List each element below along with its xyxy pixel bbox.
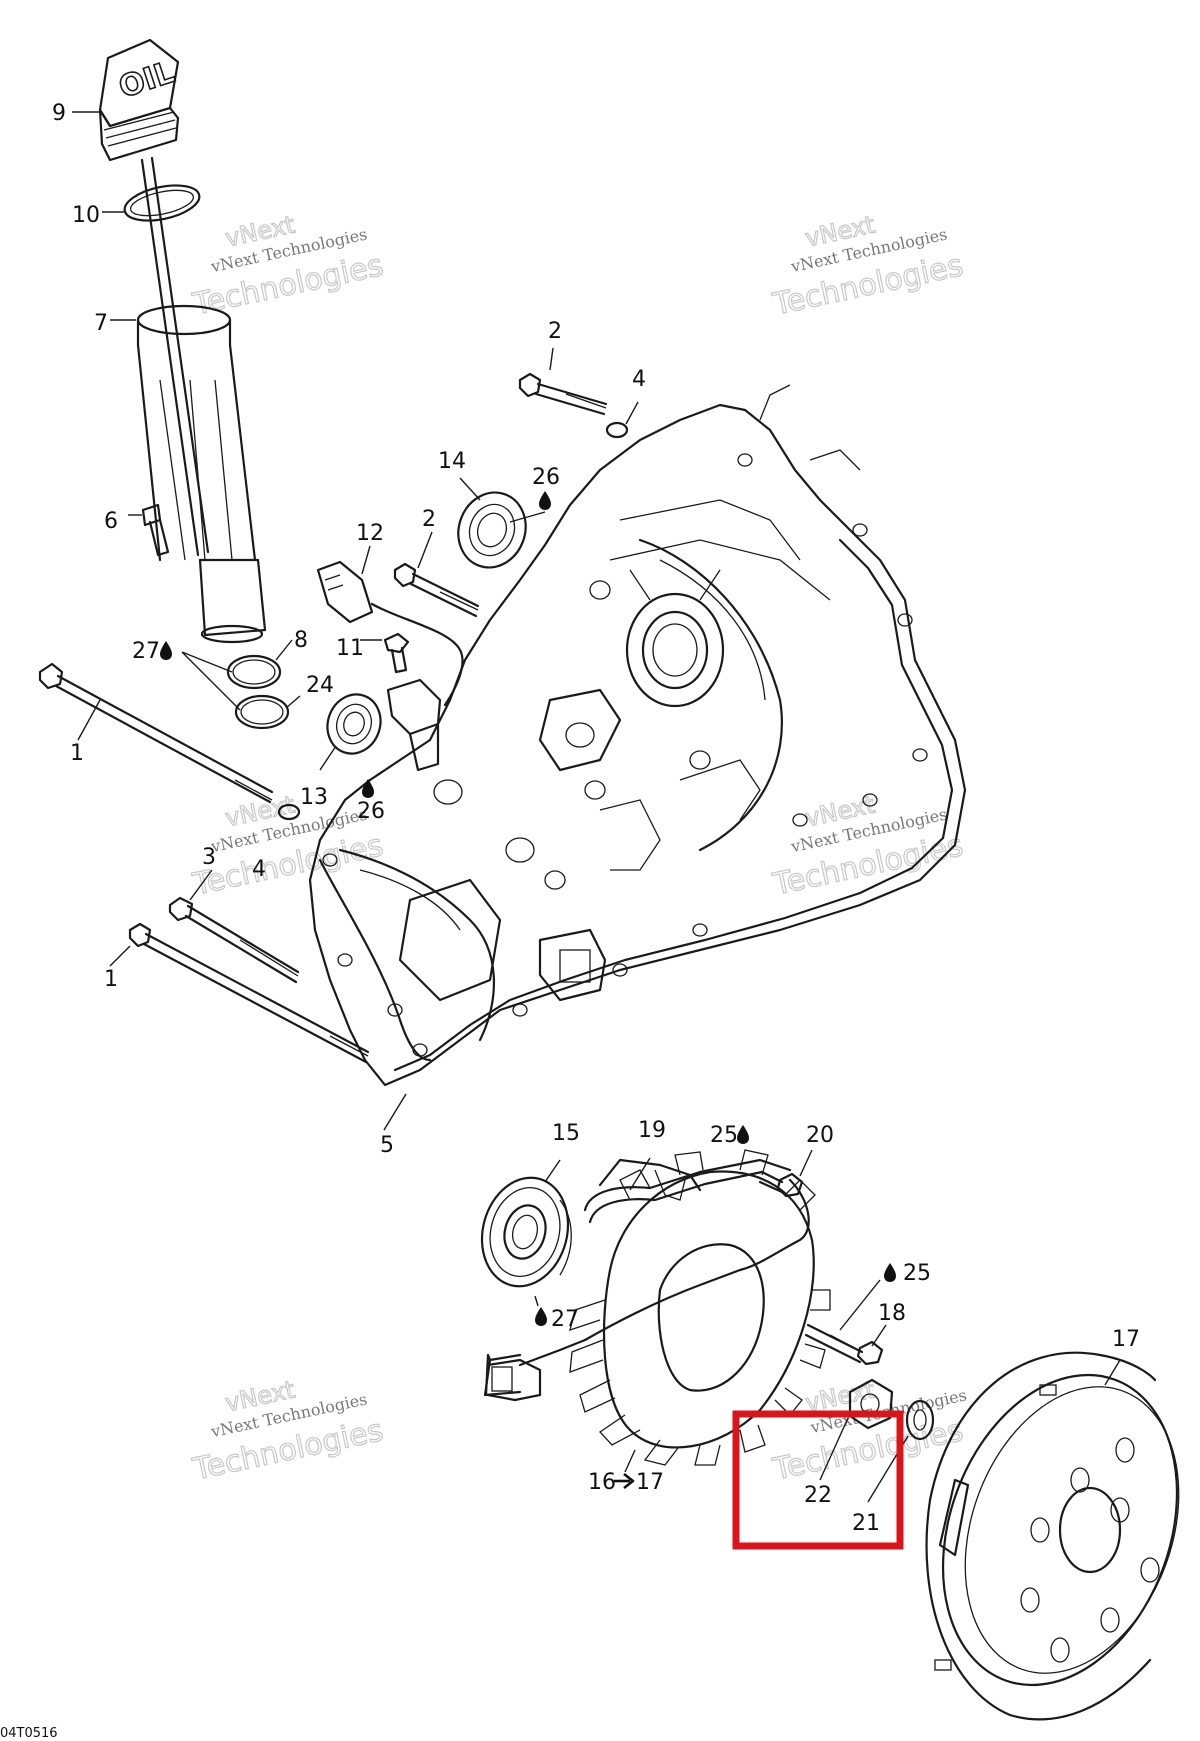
- watermark-top-left: vNext vNext Technologies Technologies: [189, 210, 387, 323]
- callout-16: 16: [588, 1470, 616, 1495]
- callout-8: 8: [294, 628, 308, 653]
- callout-11: 11: [336, 636, 364, 661]
- callout-25: 25: [903, 1261, 931, 1286]
- callout-17: 17: [636, 1470, 664, 1495]
- callout-15: 15: [552, 1121, 580, 1146]
- callout-14: 14: [438, 449, 466, 474]
- oil-drop-icon-26a: [362, 779, 374, 798]
- watermark-mid-left: vNext vNext Technologies Technologies: [189, 790, 387, 903]
- oil-filler-cap: OIL: [98, 38, 179, 162]
- bolt-2-lower: [393, 562, 480, 618]
- callout-4: 4: [252, 857, 266, 882]
- bolt-6: [141, 503, 170, 557]
- leader-lines: [72, 111, 1121, 1503]
- callout-labels: 9 10 7 6 27 8 24 1 13 26 11 12 2 2 4 14 …: [52, 101, 1140, 1536]
- callout-27: 27: [132, 639, 160, 664]
- oil-drop-icon-25a: [737, 1125, 749, 1144]
- callout-3: 3: [202, 845, 216, 870]
- watermark-mid-right: vNext vNext Technologies Technologies: [769, 790, 967, 903]
- bolt-20: [758, 1170, 804, 1198]
- callout-2: 2: [548, 319, 562, 344]
- watermark-bottom-right: vNext vNext Technologies Technologies: [769, 1375, 969, 1488]
- oil-cap-text: OIL: [115, 55, 179, 106]
- callout-26: 26: [532, 465, 560, 490]
- callout-13: 13: [300, 785, 328, 810]
- callout-20: 20: [806, 1123, 834, 1148]
- oil-drop-icon-27b: [535, 1307, 547, 1326]
- watermark-top-right: vNext vNext Technologies Technologies: [769, 210, 967, 323]
- callout-4: 4: [632, 367, 646, 392]
- long-bolt-1-lower: [128, 922, 370, 1064]
- oil-drop-icon-27a: [160, 641, 172, 660]
- dipstick-rod: [140, 156, 210, 557]
- callout-27: 27: [551, 1307, 579, 1332]
- callout-6: 6: [104, 509, 118, 534]
- o-ring-24: [234, 694, 290, 730]
- bolt-11: [383, 632, 410, 674]
- speed-sensor: [386, 678, 442, 772]
- callout-22: 22: [804, 1483, 832, 1508]
- bolt-18: [804, 1323, 884, 1366]
- callout-24: 24: [306, 673, 334, 698]
- callout-9: 9: [52, 101, 66, 126]
- o-ring-10: [123, 184, 201, 222]
- callout-7: 7: [94, 311, 108, 336]
- washer-21: [905, 1399, 935, 1441]
- oil-drop-icon-25b: [884, 1263, 896, 1282]
- o-ring-8: [226, 654, 282, 690]
- bolt-2-upper: [518, 372, 608, 416]
- callout-1: 1: [104, 967, 118, 992]
- washer-4-lower: [277, 803, 301, 821]
- arrow-right-icon: [614, 1472, 635, 1490]
- flywheel-rotor: [925, 1351, 1180, 1721]
- washer-4-upper: [605, 421, 629, 439]
- ball-bearing-15: [480, 1176, 572, 1288]
- callout-5: 5: [380, 1133, 394, 1158]
- callout-21: 21: [852, 1511, 880, 1536]
- callout-2: 2: [422, 507, 436, 532]
- dipstick-tube: [136, 304, 267, 644]
- callout-26: 26: [357, 799, 385, 824]
- callout-25: 25: [710, 1123, 738, 1148]
- watermark-bottom-left: vNext vNext Technologies Technologies: [189, 1375, 387, 1488]
- stator-assembly: [483, 1149, 831, 1466]
- oil-drop-icon-26b: [539, 491, 551, 510]
- drawing-code: 04T0516: [0, 1726, 58, 1741]
- callout-12: 12: [356, 521, 384, 546]
- bolt-3: [168, 896, 300, 984]
- callout-10: 10: [72, 203, 100, 228]
- connector-12: [316, 560, 464, 707]
- callout-17: 17: [1112, 1327, 1140, 1352]
- long-bolt-1-upper: [38, 662, 274, 804]
- oil-seal-14: [457, 491, 527, 569]
- crankcase-cover: [308, 384, 967, 1087]
- callout-1: 1: [70, 741, 84, 766]
- highlight-box: [732, 1410, 904, 1550]
- callout-18: 18: [878, 1301, 906, 1326]
- callout-19: 19: [638, 1118, 666, 1143]
- oil-seal-13: [326, 693, 382, 755]
